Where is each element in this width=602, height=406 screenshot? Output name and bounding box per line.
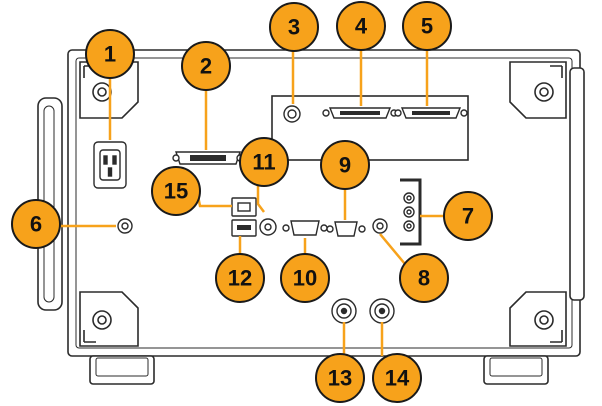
- callout-9-label: 9: [339, 153, 351, 178]
- callout-5: 5: [402, 1, 452, 51]
- callout-11-label: 11: [252, 150, 275, 175]
- callout-11: 11: [239, 137, 289, 187]
- callout-1: 1: [85, 29, 135, 79]
- chassis: [37, 49, 585, 385]
- ps2-port: [259, 218, 277, 236]
- bnc-connector-13: [331, 298, 357, 324]
- jack-group: [400, 178, 422, 246]
- corner-bracket-bottom-left: [79, 291, 139, 347]
- bnc-connector-6: [117, 218, 133, 234]
- corner-bracket-top-right: [509, 61, 567, 119]
- callout-1-label: 1: [104, 42, 116, 67]
- connectors: [93, 105, 468, 324]
- right-rail: [569, 67, 585, 301]
- serial-port: [326, 221, 366, 237]
- callout-10-label: 10: [293, 266, 317, 291]
- callout-badges: 1 2 3 4 5 6 7 8: [11, 1, 493, 403]
- callout-10: 10: [280, 253, 330, 303]
- callout-6: 6: [11, 199, 61, 249]
- usb-port: [231, 219, 257, 237]
- vga-port: [282, 220, 328, 236]
- wide-port-5: [394, 107, 468, 119]
- callout-5-label: 5: [421, 14, 433, 39]
- callout-13: 13: [315, 353, 365, 403]
- parallel-port: [172, 151, 244, 165]
- callout-13-label: 13: [328, 366, 352, 391]
- callout-12: 12: [215, 253, 265, 303]
- callout-8: 8: [399, 253, 449, 303]
- foot-left: [89, 355, 155, 385]
- callout-14: 14: [372, 353, 422, 403]
- callout-9: 9: [320, 140, 370, 190]
- foot-right-inner: [489, 357, 543, 377]
- callout-12-label: 12: [228, 266, 252, 291]
- corner-bracket-bottom-right: [509, 291, 567, 347]
- leader-11: [256, 184, 265, 213]
- callout-4: 4: [336, 1, 386, 51]
- callout-6-label: 6: [30, 212, 42, 237]
- callout-4-label: 4: [355, 14, 368, 39]
- foot-right: [483, 355, 549, 385]
- round-port: [283, 105, 301, 123]
- bnc-connector-14: [369, 298, 395, 324]
- callout-8-label: 8: [418, 266, 430, 291]
- callout-2-label: 2: [200, 54, 212, 79]
- callout-3: 3: [269, 2, 319, 52]
- callout-2: 2: [181, 41, 231, 91]
- callout-7: 7: [443, 191, 493, 241]
- foot-left-inner: [95, 357, 149, 377]
- bnc-connector-8: [372, 218, 388, 234]
- callout-14-label: 14: [385, 366, 410, 391]
- power-inlet: [93, 141, 127, 189]
- callout-7-label: 7: [462, 204, 474, 229]
- leader-8: [379, 233, 406, 265]
- expansion-plate: [271, 95, 469, 161]
- callout-3-label: 3: [288, 15, 300, 40]
- callout-15: 15: [151, 166, 201, 216]
- ethernet-port: [231, 197, 257, 217]
- wide-port-4: [322, 107, 398, 119]
- callout-15-label: 15: [164, 179, 188, 204]
